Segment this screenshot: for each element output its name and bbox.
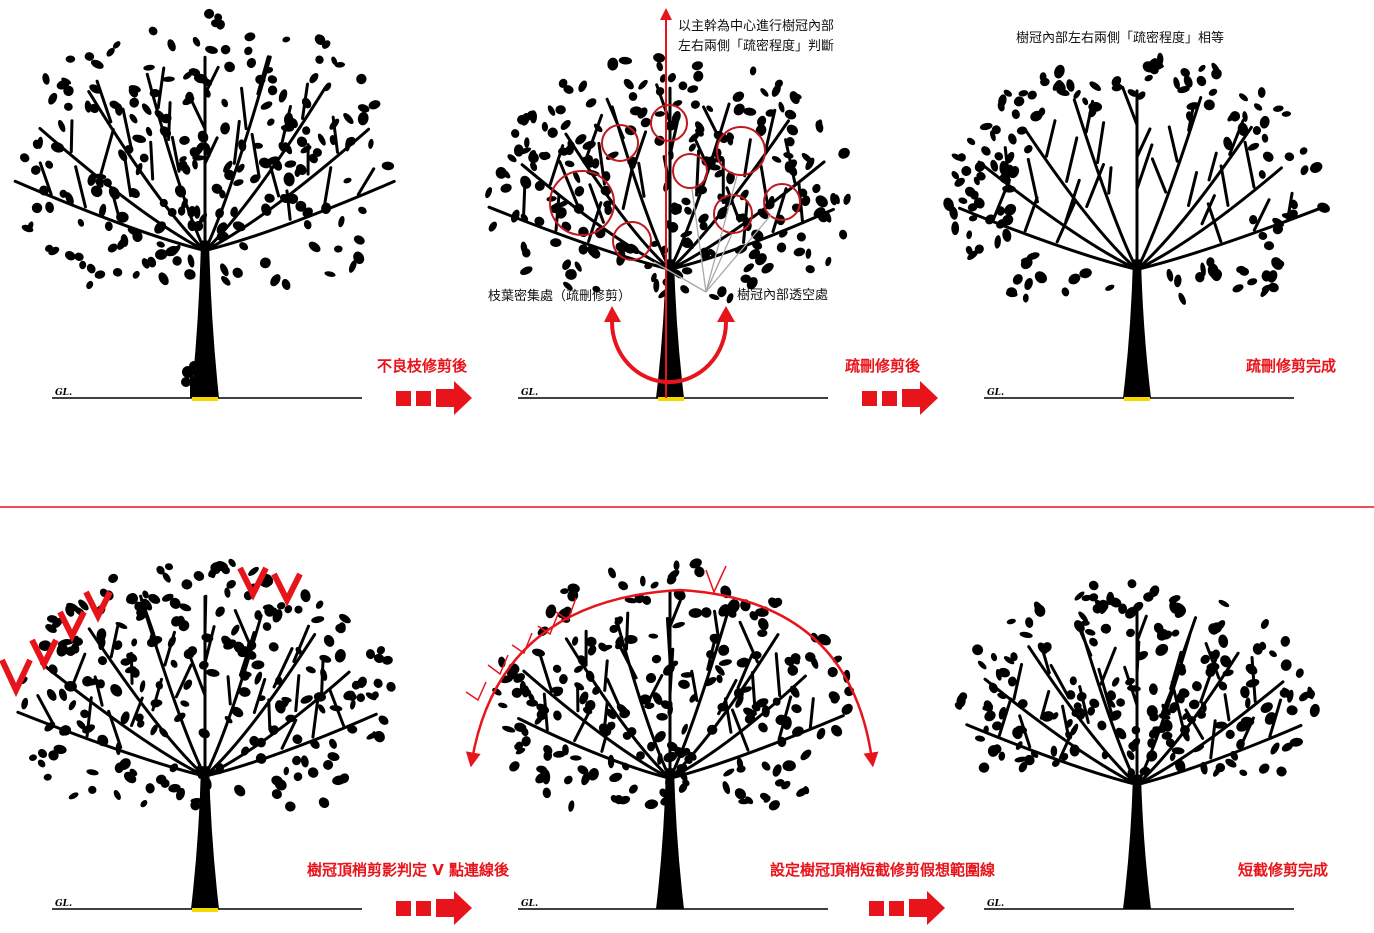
tree-v-point-marking (16, 558, 396, 909)
tree-cut-range (492, 558, 855, 909)
ground-label: GL. (521, 388, 538, 398)
step-caption: 樹冠頂梢剪影判定 V 點連線後 (307, 861, 510, 879)
cut-range-arc (465, 588, 879, 768)
ground-line: GL. (52, 899, 362, 912)
step-caption: 疏刪修剪後 (845, 357, 921, 375)
tree-before-thinning (13, 8, 396, 398)
tree-after-heading-cut (954, 579, 1320, 909)
axis-note-line1: 以主幹為中心進行樹冠內部 (678, 18, 834, 34)
step-arrow (862, 381, 938, 415)
final-caption: 疏刪修剪完成 (1246, 357, 1336, 375)
step-caption: 不良枝修剪後 (377, 357, 468, 375)
arc-arrowhead-right (717, 306, 735, 322)
ground-line: GL. (518, 388, 828, 401)
ground-label: GL. (987, 388, 1004, 398)
balance-arc (610, 320, 728, 384)
sucker-shoot (181, 361, 199, 398)
step-arrow (396, 891, 472, 925)
arc-arrowhead-left (604, 306, 621, 322)
sparse-area-label: 樹冠內部透空處 (737, 288, 828, 303)
final-caption: 短截修剪完成 (1238, 861, 1328, 879)
dense-area-label: 枝葉密集處（疏刪修剪） (488, 288, 631, 304)
ground-label: GL. (55, 899, 72, 909)
ground-line: GL. (984, 388, 1294, 401)
step-arrow (396, 381, 472, 415)
ground-line: GL. (984, 899, 1294, 910)
step-caption: 設定樹冠頂梢短截修剪假想範圍線 (770, 861, 995, 879)
ground-label: GL. (987, 899, 1004, 909)
ground-line: GL. (52, 388, 362, 401)
step-arrow (869, 891, 945, 925)
tree-after-thinning (943, 52, 1330, 398)
ground-line: GL. (518, 899, 828, 910)
axis-note-line2: 左右兩側「疏密程度」判斷 (678, 38, 834, 54)
density-circles (549, 104, 801, 261)
ground-label: GL. (55, 388, 72, 398)
ground-label: GL. (521, 899, 538, 909)
v-point-marks (0, 566, 303, 698)
sparse-pointer-lines (653, 175, 772, 293)
cut-ticks (465, 565, 727, 702)
balance-note: 樹冠內部左右兩側「疏密程度」相等 (1016, 30, 1224, 46)
